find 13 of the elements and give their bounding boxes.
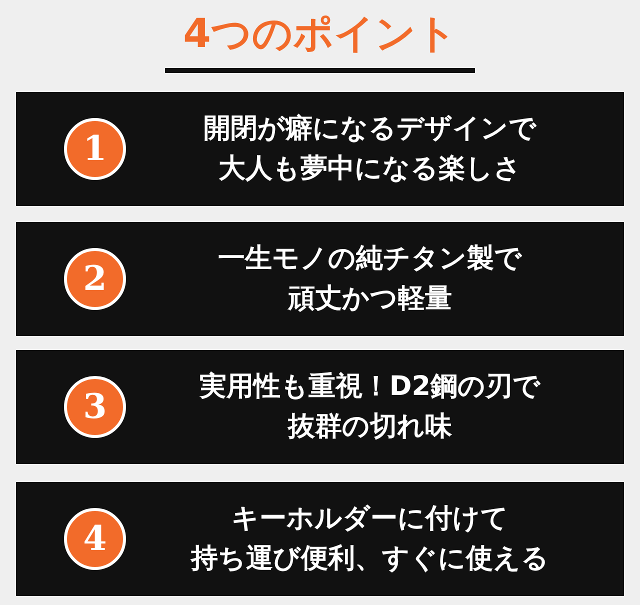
title: 4つのポイント: [182, 10, 458, 59]
number-badge: 3: [64, 376, 126, 438]
point-panel: [16, 350, 624, 464]
point-text: 一生モノの純チタン製で頑丈かつ軽量: [217, 242, 523, 316]
point-panel: [16, 482, 624, 596]
point-text: キーホルダーに付けて持ち運び便利、すぐに使える: [189, 502, 550, 576]
point-text: 実用性も重視！D2鋼の刃で抜群の切れ味: [198, 370, 542, 444]
point-panel: [16, 222, 624, 336]
number-badge: 4: [64, 508, 126, 570]
point-panel: [16, 92, 624, 206]
number-badge: 2: [64, 248, 126, 310]
number-badge: 1: [64, 118, 126, 180]
point-text: 開閉が癖になるデザインで大人も夢中になる楽しさ: [202, 112, 538, 186]
